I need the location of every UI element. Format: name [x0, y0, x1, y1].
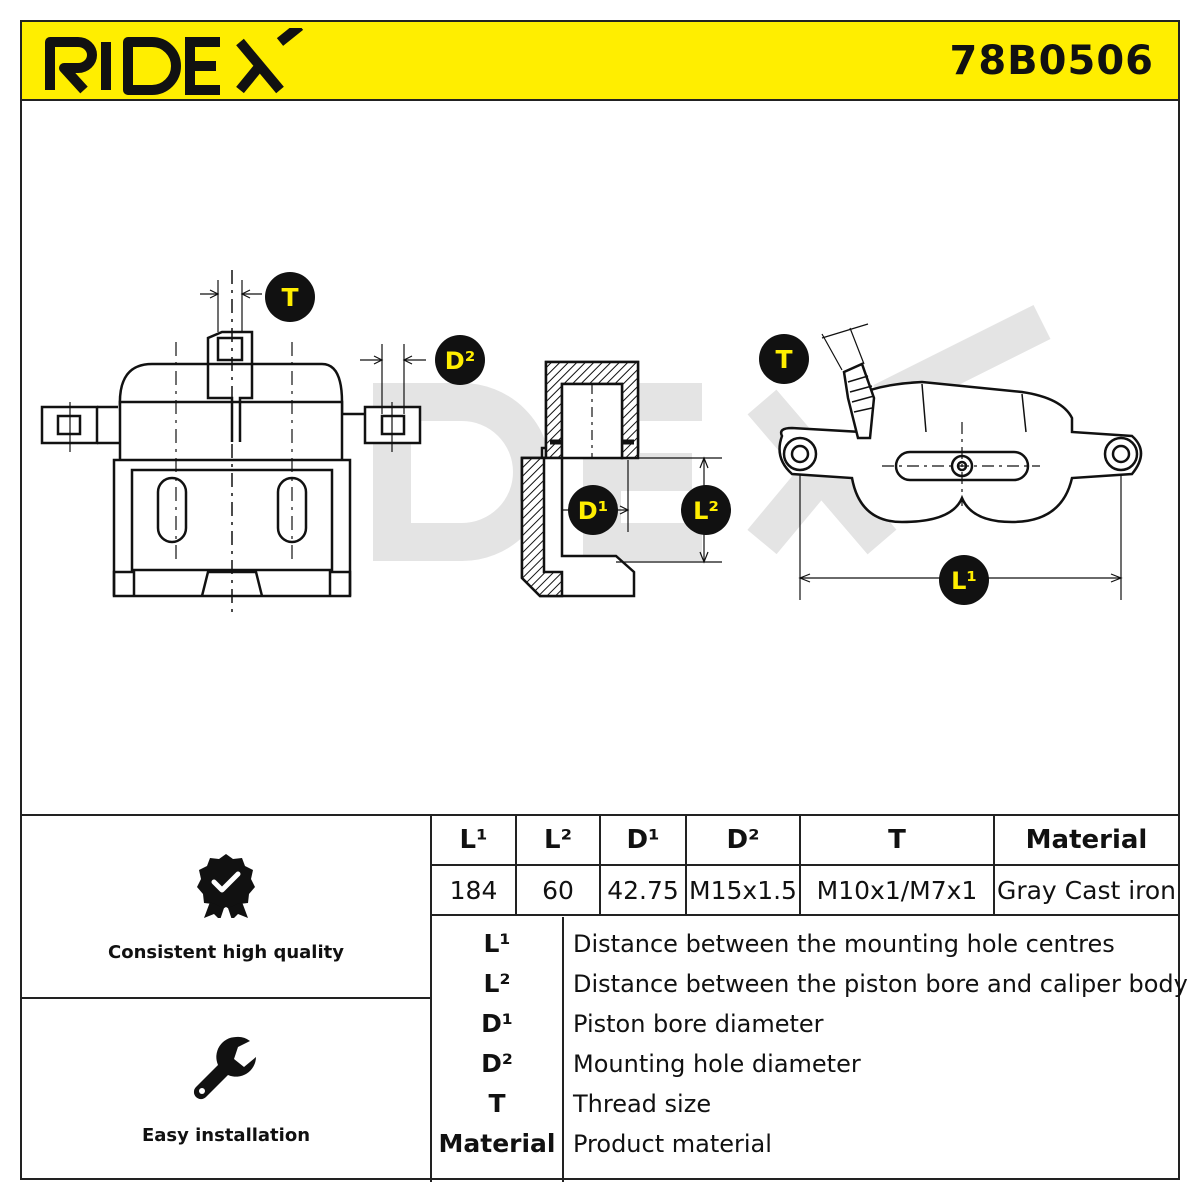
quality-badge-icon: [197, 854, 255, 918]
label-l2: L²: [681, 485, 731, 535]
feature-quality: Consistent high quality: [22, 816, 430, 999]
svg-text:L¹: L¹: [951, 567, 977, 595]
feature-label: Easy installation: [141, 1125, 311, 1146]
legend-key: T: [488, 1089, 506, 1118]
specs-panel: L¹ L² D¹ D² T Material 184 60 42.75 M15x…: [432, 816, 1188, 1182]
legend-description: Piston bore diameter: [573, 1010, 824, 1038]
legend-key: Material: [438, 1129, 556, 1158]
legend-description: Thread size: [573, 1090, 712, 1118]
legend-description: Distance between the piston bore and cal…: [573, 970, 1188, 998]
label-d1: D¹: [568, 485, 618, 535]
feature-installation: Easy installation: [22, 999, 430, 1180]
features-panel: Consistent high quality Easy installatio…: [22, 816, 432, 1182]
spec-value-d2: M15x1.5: [686, 865, 801, 916]
spec-value-l2: 60: [516, 865, 601, 916]
label-l1: L¹: [939, 555, 989, 605]
svg-text:T: T: [775, 345, 792, 374]
header-bar: 78B0506: [22, 22, 1178, 101]
front-view: [40, 270, 426, 612]
section-view: [520, 360, 722, 598]
legend-row: D¹ Piston bore diameter: [432, 1003, 1178, 1043]
product-sheet: 78B0506: [20, 20, 1188, 1182]
legend-row: L² Distance between the piston bore and …: [432, 963, 1188, 1003]
spec-value-l1: 184: [432, 865, 517, 916]
legend-divider: [562, 917, 564, 1182]
legend-row: L¹ Distance between the mounting hole ce…: [432, 923, 1178, 963]
feature-label: Consistent high quality: [108, 942, 344, 963]
legend-description: Distance between the mounting hole centr…: [573, 930, 1115, 958]
legend-row: D² Mounting hole diameter: [432, 1043, 1178, 1083]
spec-value-row: 184 60 42.75 M15x1.5 M10x1/M7x1 Gray Cas…: [432, 865, 1178, 916]
label-t-side: T: [759, 334, 809, 384]
legend-key: D¹: [481, 1009, 513, 1038]
legend-key: L²: [483, 969, 511, 998]
spec-value-material: Gray Cast iron: [994, 865, 1178, 916]
legend: L¹ Distance between the mounting hole ce…: [432, 917, 1188, 1182]
legend-description: Mounting hole diameter: [573, 1050, 861, 1078]
part-number: 78B0506: [949, 38, 1154, 84]
legend-row: T Thread size: [432, 1083, 1178, 1123]
spec-header-l1: L¹: [432, 816, 517, 866]
legend-row: Material Product material: [432, 1123, 1178, 1163]
spec-table: L¹ L² D¹ D² T Material 184 60 42.75 M15x…: [432, 816, 1178, 916]
svg-text:D²: D²: [445, 347, 475, 375]
svg-text:T: T: [281, 283, 298, 312]
caliper-technical-drawing: T D² D¹ L² T L¹: [40, 270, 1143, 612]
info-section: Consistent high quality Easy installatio…: [22, 814, 1188, 1182]
label-d2: D²: [435, 335, 485, 385]
legend-description: Product material: [573, 1130, 772, 1158]
wrench-icon: [193, 1036, 256, 1100]
label-t-front: T: [265, 272, 315, 322]
svg-text:L²: L²: [693, 497, 719, 525]
legend-key: D²: [481, 1049, 513, 1078]
spec-header-l2: L²: [516, 816, 601, 866]
legend-key: L¹: [483, 929, 511, 958]
spec-value-d1: 42.75: [600, 865, 687, 916]
spec-header-d2: D²: [686, 816, 801, 866]
spec-header-t: T: [800, 816, 995, 866]
spec-value-t: M10x1/M7x1: [800, 865, 995, 916]
spec-header-material: Material: [994, 816, 1178, 866]
spec-header-d1: D¹: [600, 816, 687, 866]
svg-text:D¹: D¹: [578, 497, 608, 525]
spec-header-row: L¹ L² D¹ D² T Material: [432, 816, 1178, 866]
side-view: [778, 323, 1143, 600]
ridex-logo: [45, 28, 304, 95]
